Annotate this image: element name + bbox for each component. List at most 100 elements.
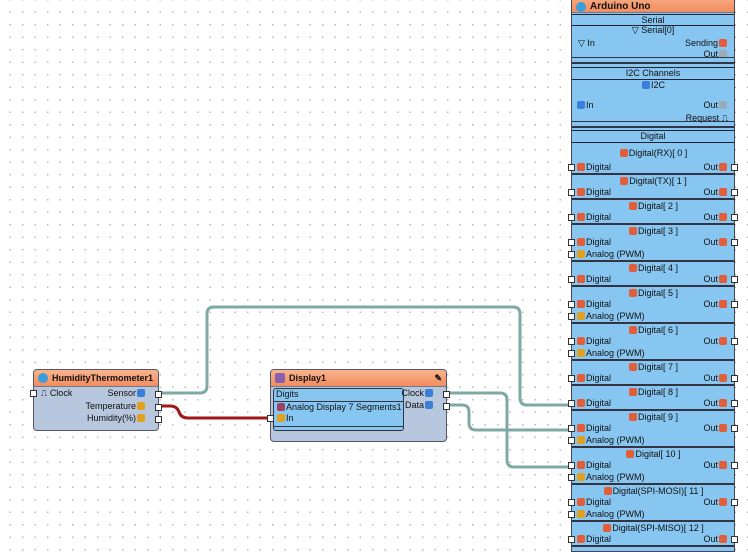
digital-out-pin[interactable] (731, 338, 738, 345)
digital-pin-5[interactable]: Digital[ 5 ] Digital Out Analog (PWM) (568, 287, 738, 324)
pin-name: Digital[ 8 ] (572, 387, 734, 398)
analog-display-element[interactable]: Analog Display 7 Segments1 (276, 402, 402, 413)
digital-pin-0[interactable]: Digital(RX)[ 0 ] Digital Out (568, 144, 738, 175)
digital-out-label: Out (703, 187, 728, 198)
tools-icon[interactable]: ✎ (434, 373, 442, 383)
temperature-label: Temperature (85, 401, 146, 412)
display-data-pin[interactable] (443, 403, 450, 410)
sensor-label: Sensor (107, 388, 146, 399)
humidity-pin[interactable] (155, 416, 162, 423)
digital-pin-11[interactable]: Digital(SPI-MOSI)[ 11 ] Digital Out Anal… (568, 485, 738, 522)
in-label: In (276, 413, 294, 424)
analog-label: Analog (PWM) (576, 249, 645, 260)
analog-in-pin[interactable] (568, 251, 575, 258)
digital-in-label: Digital (576, 212, 611, 223)
analog-in-pin[interactable] (568, 474, 575, 481)
serial-in-label: ▽ In (578, 38, 595, 48)
digital-in-pin[interactable] (568, 462, 575, 469)
analog-in-pin[interactable] (568, 437, 575, 444)
digital-pin-1[interactable]: Digital(TX)[ 1 ] Digital Out (568, 175, 738, 200)
i2c-header: I2C Channels (572, 67, 734, 80)
digital-pin-7[interactable]: Digital[ 7 ] Digital Out (568, 361, 738, 386)
digital-out-pin[interactable] (731, 499, 738, 506)
analog-in-pin[interactable] (568, 350, 575, 357)
digital-in-pin[interactable] (568, 239, 575, 246)
serial-channel: ▽ Serial[0] (631, 25, 675, 35)
digital-in-pin[interactable] (568, 164, 575, 171)
pin-name: Digital[ 9 ] (572, 412, 734, 423)
digital-pin-6[interactable]: Digital[ 6 ] Digital Out Analog (PWM) (568, 324, 738, 361)
digital-in-pin[interactable] (568, 425, 575, 432)
display-component[interactable]: Display1✎ Digits Analog Display 7 Segmen… (267, 369, 450, 442)
digital-out-pin[interactable] (731, 462, 738, 469)
digital-out-label: Out (703, 460, 728, 471)
humidity-icon (38, 373, 48, 383)
digital-pin-2[interactable]: Digital[ 2 ] Digital Out (568, 200, 738, 225)
digital-in-label: Digital (576, 336, 611, 347)
analog-label: Analog (PWM) (576, 435, 645, 446)
digital-in-pin[interactable] (568, 189, 575, 196)
digital-out-pin[interactable] (731, 214, 738, 221)
i2c-channel: I2C (572, 80, 734, 91)
digital-out-label: Out (703, 373, 728, 384)
sensor-pin[interactable] (155, 391, 162, 398)
pin-name: Digital(SPI-MISO)[ 12 ] (572, 523, 734, 534)
digital-pin-8[interactable]: Digital[ 8 ] Digital Out (568, 386, 738, 411)
display-clock-pin[interactable] (443, 391, 450, 398)
humidity-thermometer-component[interactable]: HumidityThermometer1 ⎍ Clock Sensor Temp… (30, 369, 162, 431)
digital-out-label: Out (703, 336, 728, 347)
digital-out-pin[interactable] (731, 239, 738, 246)
analog-in-pin[interactable] (568, 313, 575, 320)
analog-in-pin[interactable] (568, 511, 575, 518)
digital-in-label: Digital (576, 187, 611, 198)
digital-out-label: Out (703, 534, 728, 545)
digital-in-pin[interactable] (568, 375, 575, 382)
wire-data-digital9[interactable] (446, 403, 571, 432)
serial-sending-label: Sending (685, 38, 728, 49)
pin-name: Digital[ 6 ] (572, 325, 734, 336)
digital-out-pin[interactable] (731, 276, 738, 283)
digital-in-pin[interactable] (568, 338, 575, 345)
digital-pin-4[interactable]: Digital[ 4 ] Digital Out (568, 262, 738, 287)
digital-out-label: Out (703, 162, 728, 173)
digital-out-label: Out (703, 212, 728, 223)
digital-in-label: Digital (576, 497, 611, 508)
digital-out-pin[interactable] (731, 164, 738, 171)
digital-out-pin[interactable] (731, 189, 738, 196)
digital-out-label: Out (703, 497, 728, 508)
digital-pin-12[interactable]: Digital(SPI-MISO)[ 12 ] Digital Out (568, 522, 738, 547)
digital-in-pin[interactable] (568, 276, 575, 283)
digital-in-pin[interactable] (568, 499, 575, 506)
digital-pin-3[interactable]: Digital[ 3 ] Digital Out Analog (PWM) (568, 225, 738, 262)
digital-out-pin[interactable] (731, 400, 738, 407)
temperature-pin[interactable] (155, 404, 162, 411)
wire-sensor-digital8[interactable] (157, 305, 571, 407)
arduino-uno-component[interactable]: Arduino Uno Serial ▽ Serial[0] ▽ In Send… (568, 0, 738, 552)
digital-out-label: Out (703, 423, 728, 434)
digital-in-pin[interactable] (568, 536, 575, 543)
clock-pin[interactable] (30, 390, 37, 397)
digital-out-pin[interactable] (731, 536, 738, 543)
digital-pin-9[interactable]: Digital[ 9 ] Digital Out Analog (PWM) (568, 411, 738, 448)
in-pin[interactable] (267, 415, 274, 422)
i2c-out-label: Out (703, 100, 728, 111)
digital-out-label: Out (703, 274, 728, 285)
pin-name: Digital[ 5 ] (572, 288, 734, 299)
analog-label: Analog (PWM) (576, 348, 645, 359)
i2c-request-label: Request ⎍ (685, 113, 728, 123)
digital-out-pin[interactable] (731, 425, 738, 432)
pin-name: Digital[ 7 ] (572, 362, 734, 373)
digital-out-pin[interactable] (731, 375, 738, 382)
digital-out-pin[interactable] (731, 301, 738, 308)
digital-in-label: Digital (576, 534, 611, 545)
digital-in-pin[interactable] (568, 400, 575, 407)
display-clock-label: Clock (401, 388, 434, 399)
digital-in-pin[interactable] (568, 301, 575, 308)
pin-name: Digital[ 3 ] (572, 226, 734, 237)
digital-in-pin[interactable] (568, 214, 575, 221)
digital-in-label: Digital (576, 162, 611, 173)
analog-label: Analog (PWM) (576, 472, 645, 483)
i2c-in-label: In (576, 100, 594, 111)
digital-pin-10[interactable]: Digital[ 10 ] Digital Out Analog (PWM) (568, 448, 738, 485)
wire-temperature-display-in[interactable] (157, 404, 271, 420)
